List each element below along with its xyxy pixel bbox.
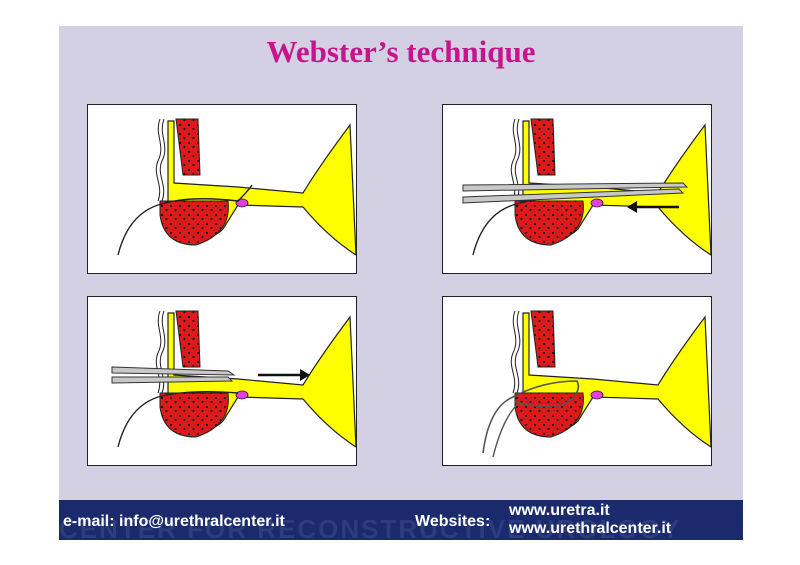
urethra-illustration-1: [117, 118, 357, 256]
footer-banner: CENTER FOR RECONSTRUCTIVE UROLOGY e-mail…: [59, 500, 743, 540]
forceps-instrument: [462, 182, 689, 204]
forceps-instrument: [111, 366, 236, 384]
urethra-illustration-4: [482, 310, 712, 458]
website-link-uretra[interactable]: www.uretra.it: [509, 502, 610, 519]
urethra-illustration-3: [111, 310, 357, 448]
urethra-illustration-2: [462, 118, 712, 256]
suture-thread: [117, 390, 239, 448]
illustration-panel-4: [442, 296, 712, 466]
suture-loop: [482, 380, 580, 454]
direction-arrow-left: [627, 201, 679, 213]
illustration-panel-3: [87, 296, 357, 466]
illustration-panel-1: [87, 104, 357, 274]
suture-thread: [117, 184, 253, 256]
websites-label: Websites:: [415, 513, 491, 530]
illustration-panel-2: [442, 104, 712, 274]
direction-arrow-right: [258, 369, 310, 381]
slide: Webster’s technique: [59, 26, 743, 540]
footer-watermark: CENTER FOR RECONSTRUCTIVE UROLOGY: [59, 514, 682, 540]
contact-email[interactable]: e-mail: info@urethralcenter.it: [63, 513, 285, 530]
website-link-urethralcenter[interactable]: www.urethralcenter.it: [509, 520, 672, 537]
slide-title: Webster’s technique: [266, 34, 536, 69]
